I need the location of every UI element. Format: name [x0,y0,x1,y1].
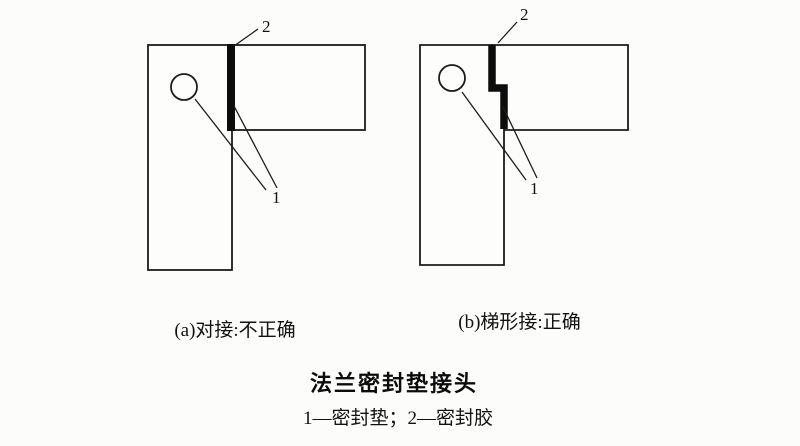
leader-line-gasket-a1 [194,98,267,191]
bolt-hole-b [438,64,466,92]
label-gasket-a: 1 [272,188,281,207]
leader-line-gasket-b2 [502,106,538,179]
leader-line-gasket-b1 [461,91,527,181]
bolt-hole-a [170,73,198,101]
leader-line-sealant-a [233,28,259,47]
leader-line-sealant-b [497,21,518,44]
gasket-strip-a [227,44,235,131]
label-gasket-b: 1 [530,179,539,198]
label-sealant-b: 2 [520,5,529,24]
horizontal-flange-a [230,44,366,131]
figure-legend: 1—密封垫；2—密封胶 [302,408,493,429]
figure-b-diagram: 2 1 [419,5,629,266]
horizontal-flange-b [491,44,629,131]
figure-a-diagram: 2 1 [147,17,366,271]
caption-stepped-joint: (b)梯形接:正确 [458,312,581,333]
caption-butt-joint: (a)对接:不正确 [174,320,296,341]
figure-title: 法兰密封垫接头 [309,371,478,396]
label-sealant-a: 2 [262,17,271,36]
leader-line-gasket-a2 [233,105,278,189]
